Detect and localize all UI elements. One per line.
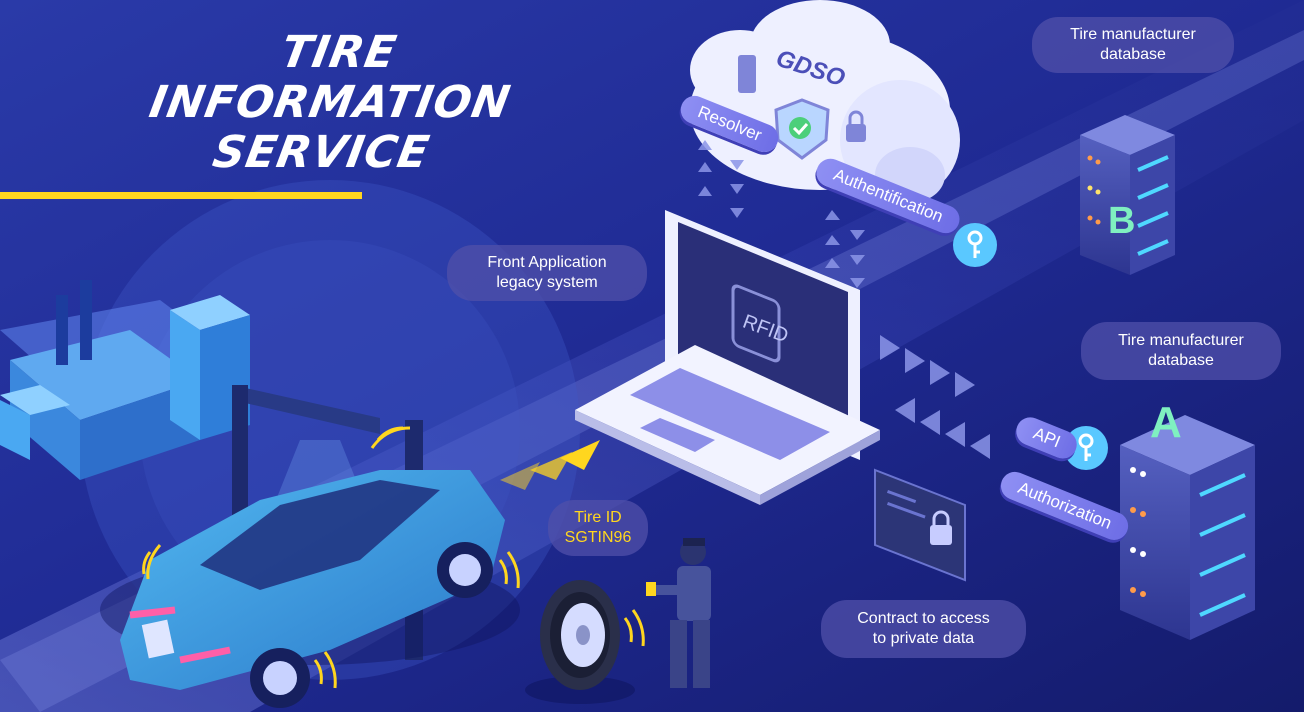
technician-icon xyxy=(646,538,711,688)
shield-check-icon xyxy=(774,98,830,160)
title-line-3: SERVICE xyxy=(209,127,434,178)
car-icon xyxy=(100,470,520,708)
title-underline xyxy=(0,192,362,199)
document-icon xyxy=(738,55,756,93)
front-application-label: Front Application legacy system xyxy=(447,245,647,301)
front-application-line-1: Front Application xyxy=(487,254,607,271)
contract-line-2: to private data xyxy=(872,630,975,647)
database-a-line-2: database xyxy=(1148,352,1214,369)
server-b-letter: B xyxy=(1108,200,1136,242)
arrow-icon xyxy=(698,140,990,459)
tire-id-line-1: Tire ID xyxy=(574,509,622,526)
page-title: TIRE INFORMATION SERVICE xyxy=(107,27,553,178)
arrow-icon xyxy=(500,440,600,490)
database-b-line-2: database xyxy=(1100,46,1166,63)
tire-icon xyxy=(525,580,635,704)
lock-icon xyxy=(846,110,866,142)
title-line-1: TIRE xyxy=(277,27,401,78)
code-lock-icon xyxy=(874,468,966,582)
title-line-2: INFORMATION xyxy=(145,77,515,128)
server-a-letter: A xyxy=(1150,398,1182,447)
database-a-label: Tire manufacturer database xyxy=(1081,322,1281,380)
server-icon xyxy=(1120,415,1255,640)
server-icon xyxy=(1080,115,1175,275)
database-a-line-1: Tire manufacturer xyxy=(1118,332,1244,349)
signal-waves xyxy=(142,426,645,689)
tire-id-line-2: SGTIN96 xyxy=(564,529,632,546)
database-b-label: Tire manufacturer database xyxy=(1032,17,1234,73)
contract-label: Contract to access to private data xyxy=(821,600,1026,658)
database-b-line-1: Tire manufacturer xyxy=(1070,26,1196,43)
laptop-icon xyxy=(575,210,880,505)
factory-icon xyxy=(0,280,250,480)
tire-id-label: Tire ID SGTIN96 xyxy=(548,500,648,556)
contract-line-1: Contract to access xyxy=(857,610,990,627)
front-application-line-2: legacy system xyxy=(496,274,598,291)
